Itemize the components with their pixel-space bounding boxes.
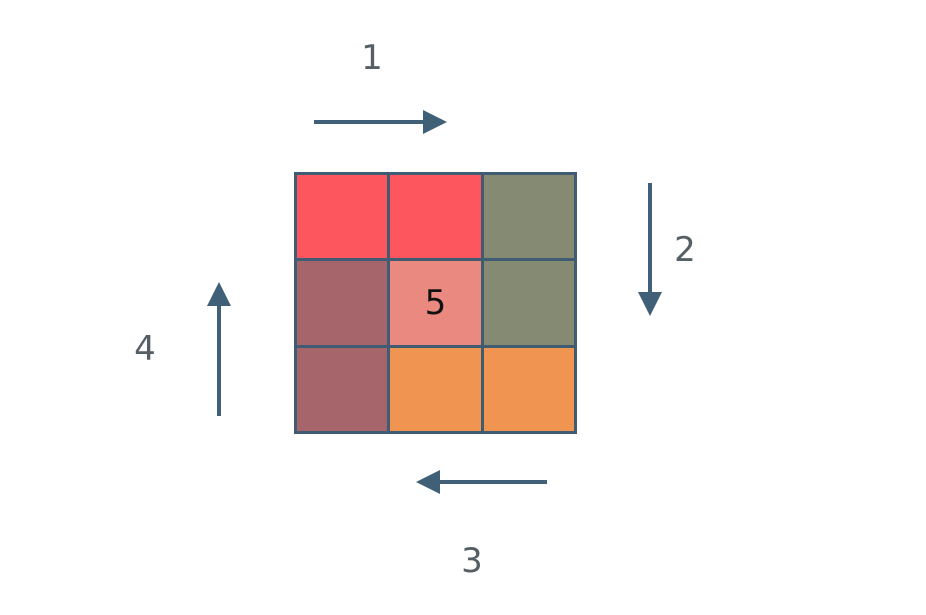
- grid-cell-r1c2: [390, 175, 481, 259]
- grid-cell-r3c2: [390, 347, 481, 431]
- grid-cell-r2c2: 5: [390, 261, 481, 345]
- grid-cell-r3c1: [297, 347, 388, 431]
- step-label-3: 3: [461, 541, 483, 581]
- color-grid: 5: [294, 172, 577, 434]
- grid-cell-r1c3: [483, 175, 574, 259]
- grid-cell-r2c1: [297, 261, 388, 345]
- step-label-4: 4: [134, 329, 156, 369]
- grid-cell-r2c3: [483, 261, 574, 345]
- grid-cell-r3c3: [483, 347, 574, 431]
- grid-cell-r1c1: [297, 175, 388, 259]
- step-label-2: 2: [674, 230, 696, 270]
- step-label-1: 1: [361, 38, 383, 78]
